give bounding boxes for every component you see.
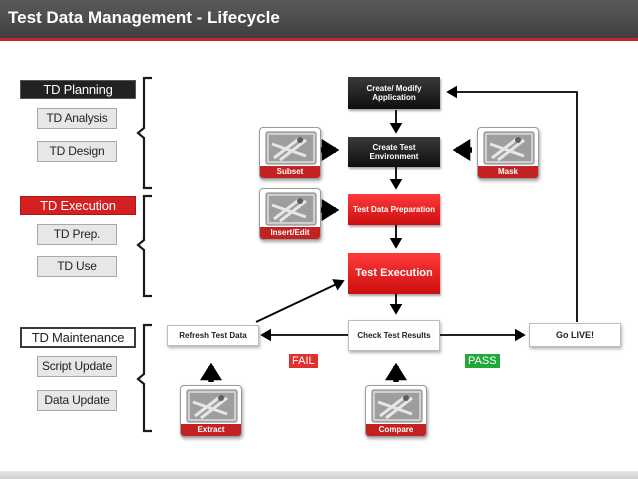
subset-tool: Subset (259, 127, 321, 179)
fail-label: FAIL (289, 354, 318, 368)
test-data-prep-box: Test Data Preparation (348, 194, 440, 225)
subset-tool-label: Subset (260, 166, 320, 178)
tools-icon (371, 389, 423, 423)
header-bar: Test Data Management - Lifecycle (0, 0, 638, 41)
compare-tool-label: Compare (366, 424, 426, 436)
extract-tool: Extract (180, 385, 242, 437)
td-maintenance-label: TD Maintenance (20, 327, 136, 348)
arrow-refresh-to-exec (255, 279, 345, 323)
go-live-box: Go LIVE! (529, 323, 621, 347)
test-execution-box: Test Execution (348, 253, 440, 294)
pass-label: PASS (465, 354, 500, 368)
refresh-data-box: Refresh Test Data (167, 325, 259, 346)
extract-tool-label: Extract (181, 424, 241, 436)
tools-icon (483, 131, 535, 165)
brace-planning (136, 76, 152, 190)
insert-edit-tool-label: Insert/Edit (260, 227, 320, 239)
td-design-label: TD Design (37, 141, 117, 162)
compare-tool: Compare (365, 385, 427, 437)
mask-tool: Mask (477, 127, 539, 179)
insert-edit-tool: Insert/Edit (259, 188, 321, 240)
create-env-box: Create Test Environment (348, 137, 440, 167)
arrow-golive-to-app (446, 85, 578, 322)
footer-bar (0, 471, 638, 479)
create-app-box: Create/ Modify Application (348, 77, 440, 109)
td-use-label: TD Use (37, 256, 117, 277)
td-analysis-label: TD Analysis (37, 108, 117, 129)
check-results-box: Check Test Results (348, 320, 440, 351)
brace-execution (136, 194, 152, 298)
page-title: Test Data Management - Lifecycle (8, 8, 280, 27)
tools-icon (265, 192, 317, 226)
brace-maintenance (136, 323, 152, 433)
td-planning-label: TD Planning (20, 80, 136, 99)
script-update-label: Script Update (37, 356, 117, 377)
td-prep-label: TD Prep. (37, 224, 117, 245)
td-execution-label: TD Execution (20, 196, 136, 215)
data-update-label: Data Update (37, 390, 117, 411)
mask-tool-label: Mask (478, 166, 538, 178)
tools-icon (265, 131, 317, 165)
tools-icon (186, 389, 238, 423)
